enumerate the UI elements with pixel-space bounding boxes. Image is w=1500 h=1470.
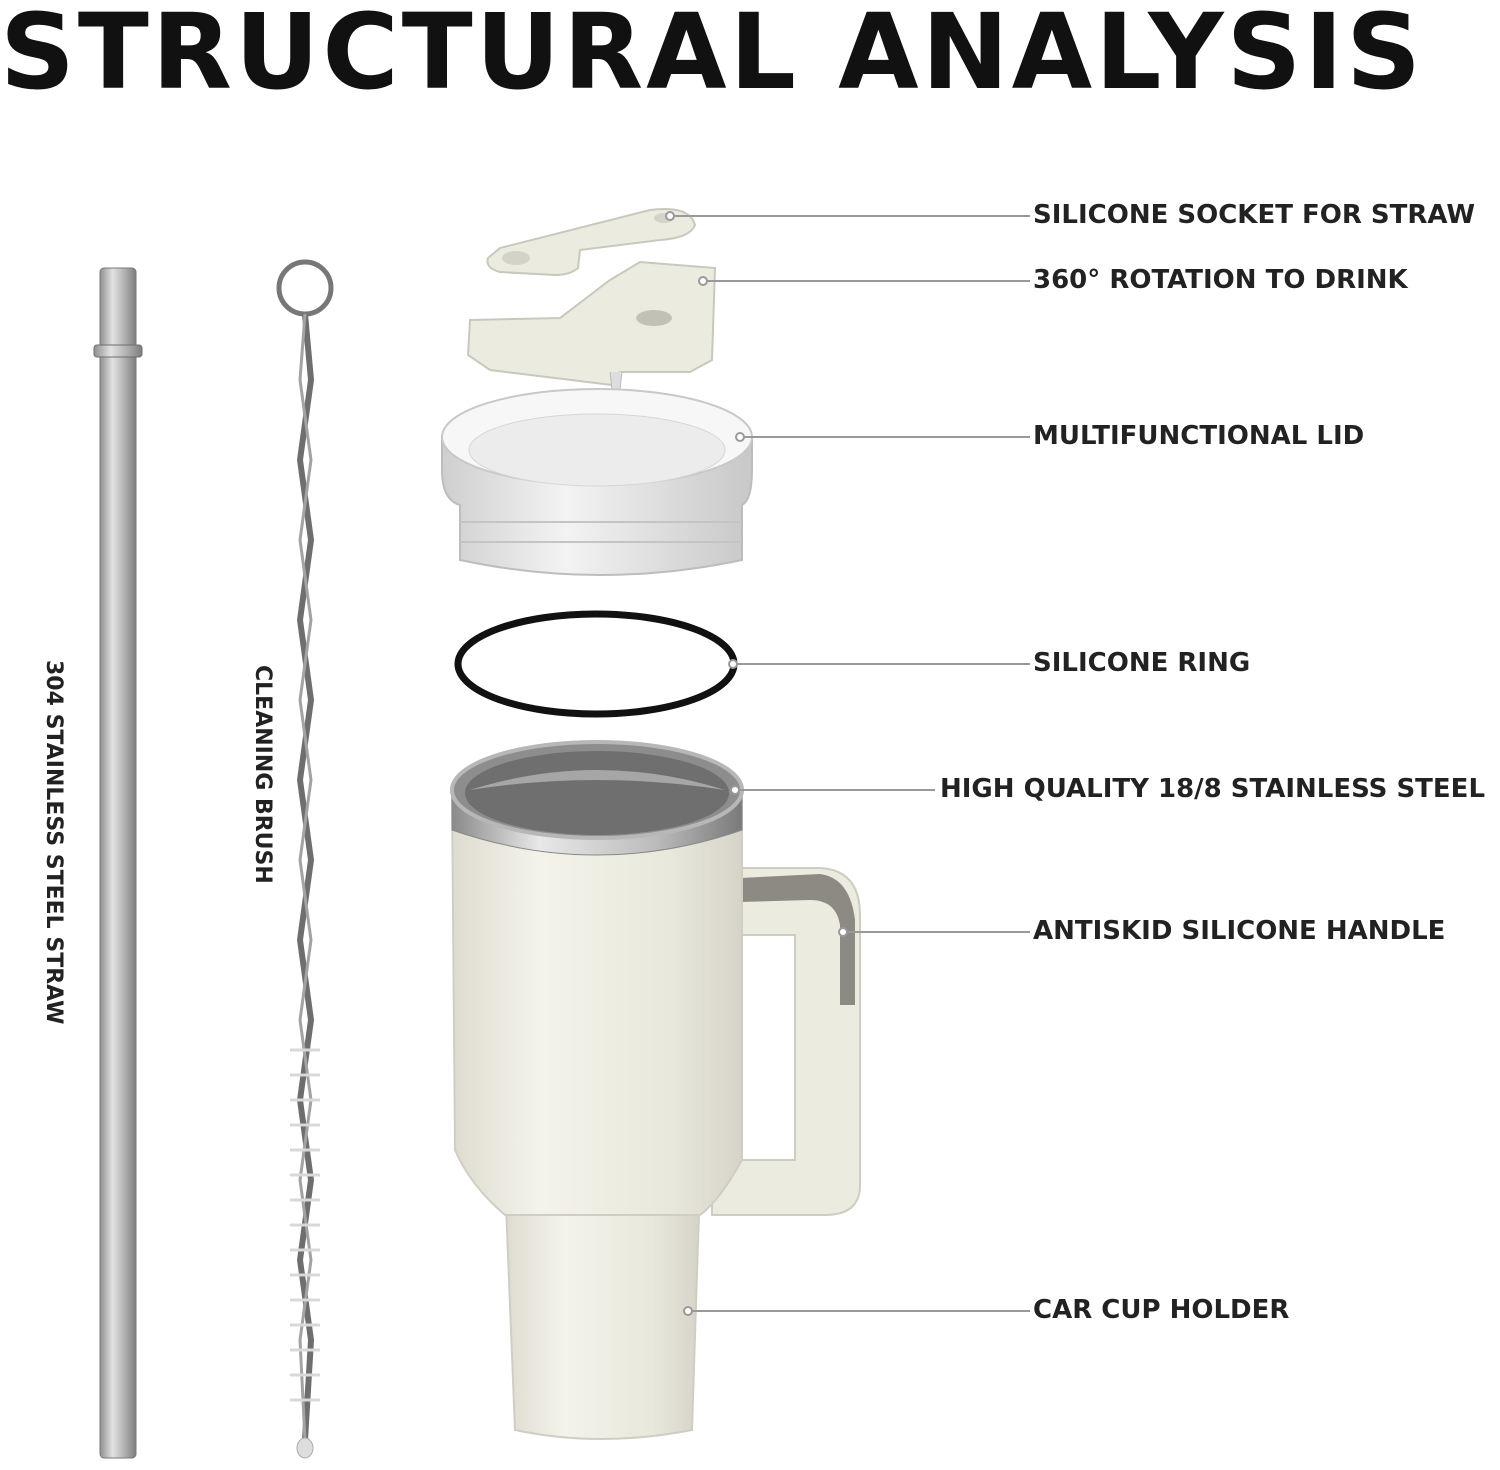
ring-illustration [454,610,738,718]
lid-illustration [441,388,753,576]
callout-lid: MULTIFUNCTIONAL LID [1033,421,1365,451]
cup-illustration [450,740,861,1440]
straw-illustration [93,267,143,1459]
callout-holder: CAR CUP HOLDER [1033,1295,1290,1325]
callout-steel: HIGH QUALITY 18/8 STAINLESS STEEL [940,774,1486,804]
brush-illustration [276,259,334,1459]
callout-handle: ANTISKID SILICONE HANDLE [1033,916,1446,946]
brush-label: CLEANING BRUSH [250,665,275,884]
rotation-piece-illustration [466,260,717,391]
page-title: STRUCTURAL ANALYSIS [0,0,1425,113]
straw-label: 304 STAINLESS STEEL STRAW [41,660,66,1025]
callout-rotation: 360° ROTATION TO DRINK [1033,265,1408,295]
callout-ring: SILICONE RING [1033,648,1251,678]
callout-socket: SILICONE SOCKET FOR STRAW [1033,200,1476,230]
callout-leaders [665,211,1030,1316]
